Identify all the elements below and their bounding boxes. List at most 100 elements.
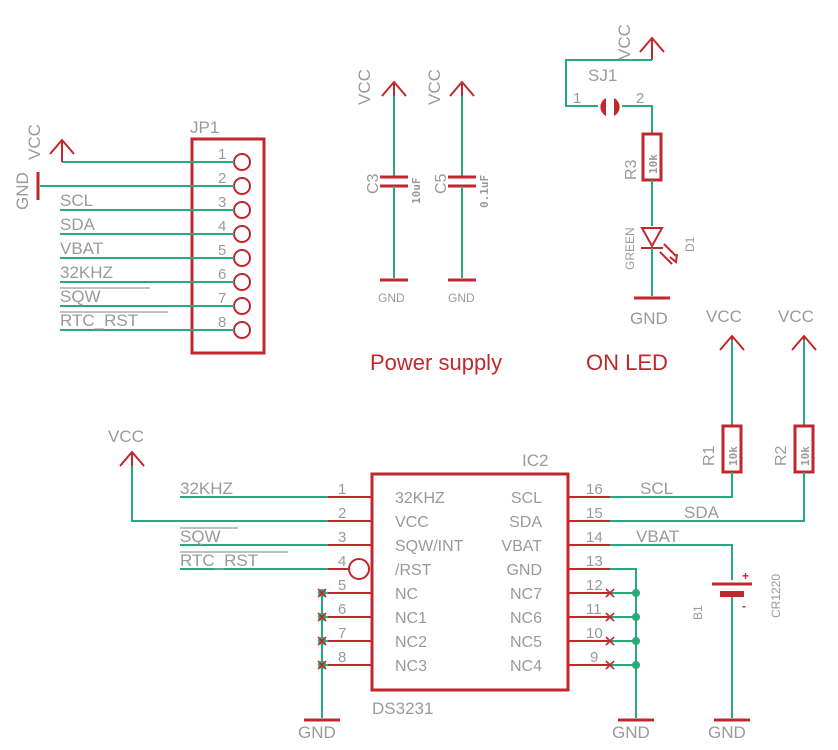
jp1-pin-num: 3 — [218, 194, 226, 211]
net-label: VBAT — [636, 527, 679, 546]
net-label: RTC_RST — [60, 311, 138, 330]
gnd-label: GND — [378, 291, 405, 305]
jp1-wires — [40, 161, 234, 331]
battery-section: + - B1 CR1220 GND — [691, 569, 783, 742]
jp1-pin-circle — [233, 273, 251, 291]
jp1-pin-circle — [233, 225, 251, 243]
c3-name: C3 — [365, 173, 382, 194]
gnd-label: GND — [708, 723, 746, 742]
pin-name: NC3 — [395, 658, 427, 675]
pin-name: NC6 — [510, 610, 542, 627]
pin-name: VCC — [395, 514, 429, 531]
jp1-pin-num: 1 — [218, 146, 226, 163]
net-label: SDA — [60, 215, 96, 234]
nc-cross-icon — [605, 588, 615, 670]
capacitor-c3-icon — [380, 175, 408, 282]
jp1-pin-num: 2 — [218, 170, 226, 187]
r2-value: 10k — [799, 446, 812, 466]
pin-number: 10 — [586, 625, 603, 642]
r3-value: 10k — [647, 154, 660, 174]
pin-number: 4 — [338, 553, 346, 570]
ic2-body — [370, 472, 570, 692]
c3-value: 10uF — [410, 178, 423, 205]
pin-name: NC4 — [510, 658, 542, 675]
pin-name: NC1 — [395, 610, 427, 627]
pin-name: SDA — [509, 514, 542, 531]
gnd-label: GND — [612, 723, 650, 742]
battery-plus: + — [742, 569, 749, 583]
jp1-pin-num: 6 — [218, 266, 226, 283]
battery-type: CR1220 — [769, 574, 783, 618]
solder-jumper-icon — [600, 98, 620, 116]
pin-name: SCL — [511, 490, 542, 507]
r1-name: R1 — [701, 445, 718, 466]
jumper-label: SJ1 — [588, 66, 617, 85]
net-label: SDA — [684, 503, 720, 522]
battery-name: B1 — [691, 605, 705, 620]
jp1-pin-circle — [233, 297, 251, 315]
pin-number: 2 — [338, 505, 346, 522]
vcc-label: VCC — [778, 307, 814, 326]
nc-cross-icon — [317, 588, 327, 670]
pin-number: 9 — [590, 649, 598, 666]
r3-name: R3 — [623, 159, 640, 180]
pin-number: 5 — [338, 577, 346, 594]
led-diode-icon — [640, 227, 678, 265]
pin-name: GND — [506, 562, 542, 579]
pin-number: 7 — [338, 625, 346, 642]
jp1-pin-circle — [233, 249, 251, 267]
power-supply-section: VCC C3 10uF GND VCC C5 0.1uF GND Power s… — [355, 69, 502, 375]
gnd-label: GND — [448, 291, 475, 305]
vcc-arrow-icon — [119, 450, 145, 467]
ic2-left-wires — [131, 460, 372, 722]
vcc-label: VCC — [425, 69, 444, 105]
vcc-arrow-icon — [639, 36, 665, 60]
d1-name: D1 — [683, 236, 697, 252]
net-label: SQW — [60, 287, 101, 306]
net-label: SQW — [180, 527, 221, 546]
jp1-pin-circle — [233, 153, 251, 171]
pin-name: VBAT — [501, 538, 542, 555]
pin-number: 12 — [586, 577, 603, 594]
pullup-section: VCC VCC 10k 10k R1 R2 — [568, 307, 817, 522]
pin-number: 1 — [338, 481, 346, 498]
battery-icon — [712, 582, 752, 597]
ic2-right-wires — [568, 496, 733, 722]
pin-name: SQW/INT — [395, 538, 464, 555]
r2-name: R2 — [773, 445, 790, 466]
net-label: 32KHZ — [60, 263, 113, 282]
jp1-pin-num: 8 — [218, 314, 226, 331]
on-led-title: ON LED — [586, 350, 668, 375]
pin-number: 6 — [338, 601, 346, 618]
jp1-body — [190, 137, 266, 355]
jp1-label: JP1 — [190, 118, 219, 137]
jumper-pin: 2 — [636, 90, 644, 107]
wire-scl — [568, 472, 733, 498]
pin-name: NC — [395, 586, 418, 603]
pin-number: 14 — [586, 529, 603, 546]
jp1-vcc-label: VCC — [25, 124, 44, 160]
on-led-section: VCC SJ1 1 2 10k R3 GREEN D1 GND ON LED — [565, 24, 697, 375]
net-label: SCL — [640, 479, 673, 498]
jp1-pin-circle — [233, 201, 251, 219]
jp1-pin-num: 7 — [218, 290, 226, 307]
gnd-label: GND — [298, 723, 336, 742]
vcc-label: VCC — [355, 69, 374, 105]
jp1-pin-circle — [233, 177, 251, 195]
net-label: RTC_RST — [180, 551, 258, 570]
jp1-pin-num: 4 — [218, 218, 226, 235]
net-label: VBAT — [60, 239, 103, 258]
d1-color: GREEN — [623, 227, 637, 270]
jp1-gnd-label: GND — [13, 172, 32, 210]
net-label: 32KHZ — [180, 479, 233, 498]
capacitor-c5-icon — [448, 175, 476, 282]
c5-value: 0.1uF — [478, 175, 491, 208]
jp1-connector: JP1 1 2 3 4 5 6 7 8 — [13, 118, 266, 355]
r1-value: 10k — [727, 446, 740, 466]
wire-sda — [568, 472, 805, 522]
vcc-arrow-icon — [49, 138, 75, 162]
jp1-pins: 1 2 3 4 5 6 7 8 — [218, 146, 251, 339]
jumper-pin: 1 — [573, 90, 581, 107]
pin-name: /RST — [395, 562, 432, 579]
vcc-arrow-icon — [449, 80, 475, 176]
